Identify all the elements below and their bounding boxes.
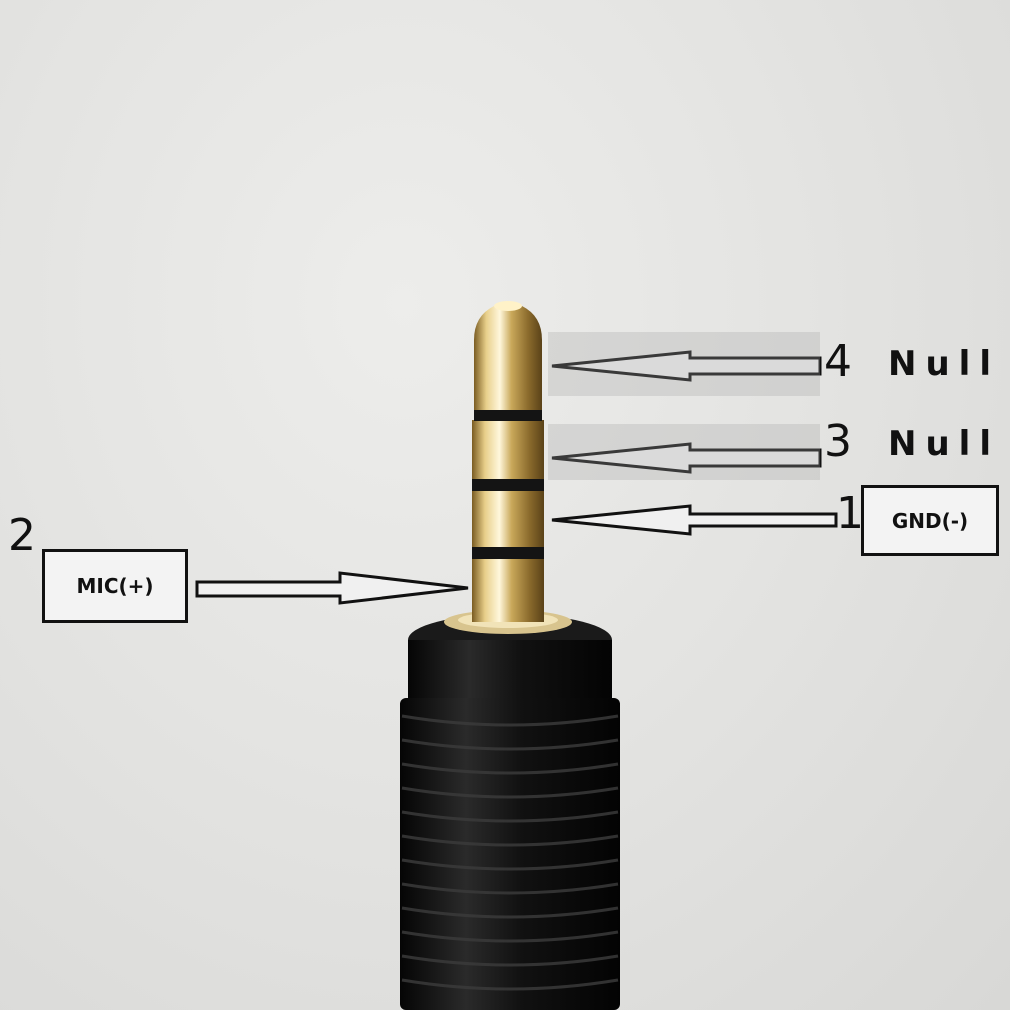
highlight-band [548, 332, 820, 396]
pin-label: GND(-) [891, 508, 969, 533]
pin-label: Null [888, 344, 1000, 384]
plug-body [400, 610, 620, 1010]
pin-label-box: MIC(+) [42, 549, 188, 623]
pin-label: Null [888, 424, 1000, 464]
pointer-arrow-icon [551, 504, 838, 536]
pointer-arrow-icon [195, 571, 469, 605]
pointer-arrow-icon [551, 442, 822, 474]
pointer-arrow-icon [551, 350, 822, 382]
pin-label: MIC(+) [76, 574, 154, 598]
pin-label-box: GND(-) [861, 485, 999, 556]
pin-number: 2 [8, 510, 36, 561]
highlight-band [548, 424, 820, 480]
pin-number: 1 [836, 488, 864, 539]
pin-number: 4 [824, 336, 852, 387]
plug-metal [472, 301, 544, 622]
pin-number: 3 [824, 416, 852, 467]
